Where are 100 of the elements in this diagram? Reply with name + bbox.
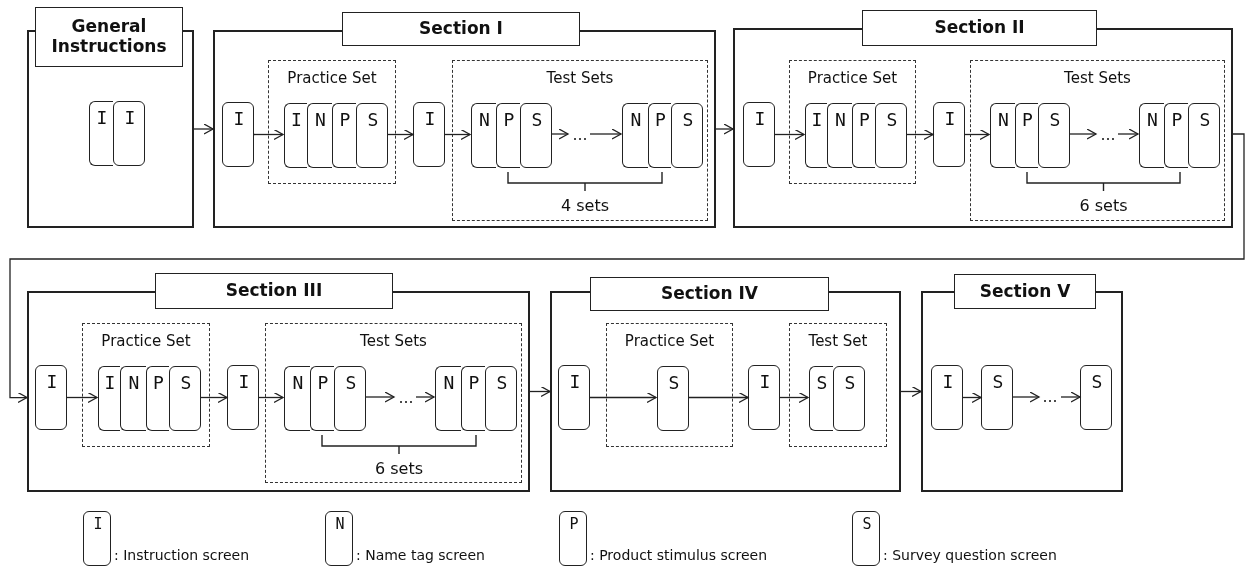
set-count-label: 6 sets <box>1079 196 1128 215</box>
screen-letter: S <box>496 374 508 392</box>
screen-letter: N <box>630 111 642 129</box>
screen-letter: P <box>503 111 515 129</box>
group-title: Practice Set <box>807 69 898 87</box>
group-title: Test Sets <box>1064 69 1131 87</box>
screen-letter: S <box>180 374 192 392</box>
section-panel <box>27 273 530 492</box>
screen-card <box>520 103 552 168</box>
dashed-group-box <box>265 323 522 483</box>
dashed-group-box <box>789 60 916 184</box>
screen-letter: N <box>292 374 304 392</box>
screen-letter: N <box>315 111 326 129</box>
dashed-group-box <box>268 60 396 184</box>
legend-text: : Survey question screen <box>883 547 1057 563</box>
arrow <box>1117 128 1139 140</box>
arrow <box>66 391 98 404</box>
screen-letter: I <box>233 110 245 128</box>
arrow <box>1068 128 1097 140</box>
screen-letter: P <box>317 374 329 392</box>
screen-letter: S <box>345 374 357 392</box>
arrow <box>687 391 749 404</box>
screen-letter: N <box>443 374 455 392</box>
screen-card <box>827 103 852 168</box>
screen-card <box>83 511 111 566</box>
section-title: Section III <box>155 273 393 309</box>
arrow <box>199 391 228 404</box>
legend-text: : Product stimulus screen <box>590 547 767 563</box>
arrow <box>589 128 622 140</box>
screen-letter: P <box>153 374 164 392</box>
arrow <box>1012 391 1040 403</box>
screen-card <box>558 365 590 430</box>
legend-text: : Instruction screen <box>114 547 250 563</box>
screen-letter: I <box>569 373 581 391</box>
arrow <box>444 128 471 141</box>
screen-letter: I <box>238 373 250 391</box>
dashed-group-box <box>789 323 887 447</box>
section-panel <box>550 277 901 492</box>
section-panel <box>921 274 1123 492</box>
dashed-group-box <box>82 323 210 447</box>
screen-card <box>559 511 587 566</box>
screen-card <box>981 365 1013 430</box>
screen-card <box>307 103 332 168</box>
section-title: Section II <box>862 10 1097 46</box>
screen-card <box>931 365 963 430</box>
screen-letter: S <box>668 374 680 392</box>
screen-card <box>1164 103 1188 168</box>
screen-letter: N <box>479 111 490 129</box>
arrow <box>962 391 982 404</box>
screen-card <box>435 366 461 431</box>
screen-letter: S <box>862 517 872 532</box>
section-title: Section V <box>954 274 1096 309</box>
screen-card <box>1015 103 1038 168</box>
arrow <box>386 128 414 141</box>
screen-card <box>113 101 145 166</box>
group-title: Practice Set <box>287 69 377 87</box>
dashed-group-box <box>606 323 733 447</box>
screen-letter: S <box>1091 373 1103 391</box>
screen-letter: S <box>531 111 543 129</box>
screen-letter: I <box>291 111 302 129</box>
screen-card <box>284 366 310 431</box>
screen-card <box>485 366 517 431</box>
arrow <box>9 133 1245 404</box>
screen-card <box>748 365 780 430</box>
screen-letter: P <box>468 374 480 392</box>
screen-letter: N <box>835 111 846 129</box>
screen-card <box>809 366 833 431</box>
set-count-label: 4 sets <box>560 196 610 215</box>
screen-card <box>875 103 907 168</box>
screen-card <box>671 103 703 168</box>
screen-letter: I <box>759 373 771 391</box>
screen-card <box>1038 103 1070 168</box>
screen-letter: I <box>942 373 954 391</box>
screen-card <box>89 101 113 166</box>
screen-letter: N <box>1147 111 1158 129</box>
screen-card <box>852 511 880 566</box>
screen-letter: S <box>1049 111 1061 129</box>
screen-letter: S <box>886 111 898 129</box>
screen-card <box>35 365 67 430</box>
ellipsis-text: … <box>1039 383 1061 411</box>
screen-letter: S <box>844 374 856 392</box>
arrow <box>415 391 435 403</box>
screen-card <box>833 366 865 431</box>
screen-letter: I <box>46 373 58 391</box>
section-title: Section IV <box>590 277 829 311</box>
screen-letter: I <box>96 109 108 127</box>
arrow <box>193 123 214 135</box>
arrow <box>774 128 805 141</box>
legend-text: : Name tag screen <box>356 547 485 563</box>
screen-card <box>310 366 334 431</box>
screen-letter: P <box>1171 111 1183 129</box>
group-title: Practice Set <box>624 332 715 350</box>
screen-card <box>222 102 254 167</box>
screen-card <box>990 103 1015 168</box>
screen-card <box>120 366 146 431</box>
arrow <box>258 391 284 404</box>
arrow <box>779 391 809 404</box>
screen-letter: S <box>816 374 828 392</box>
screen-letter: I <box>93 517 103 532</box>
screen-card <box>657 366 689 431</box>
